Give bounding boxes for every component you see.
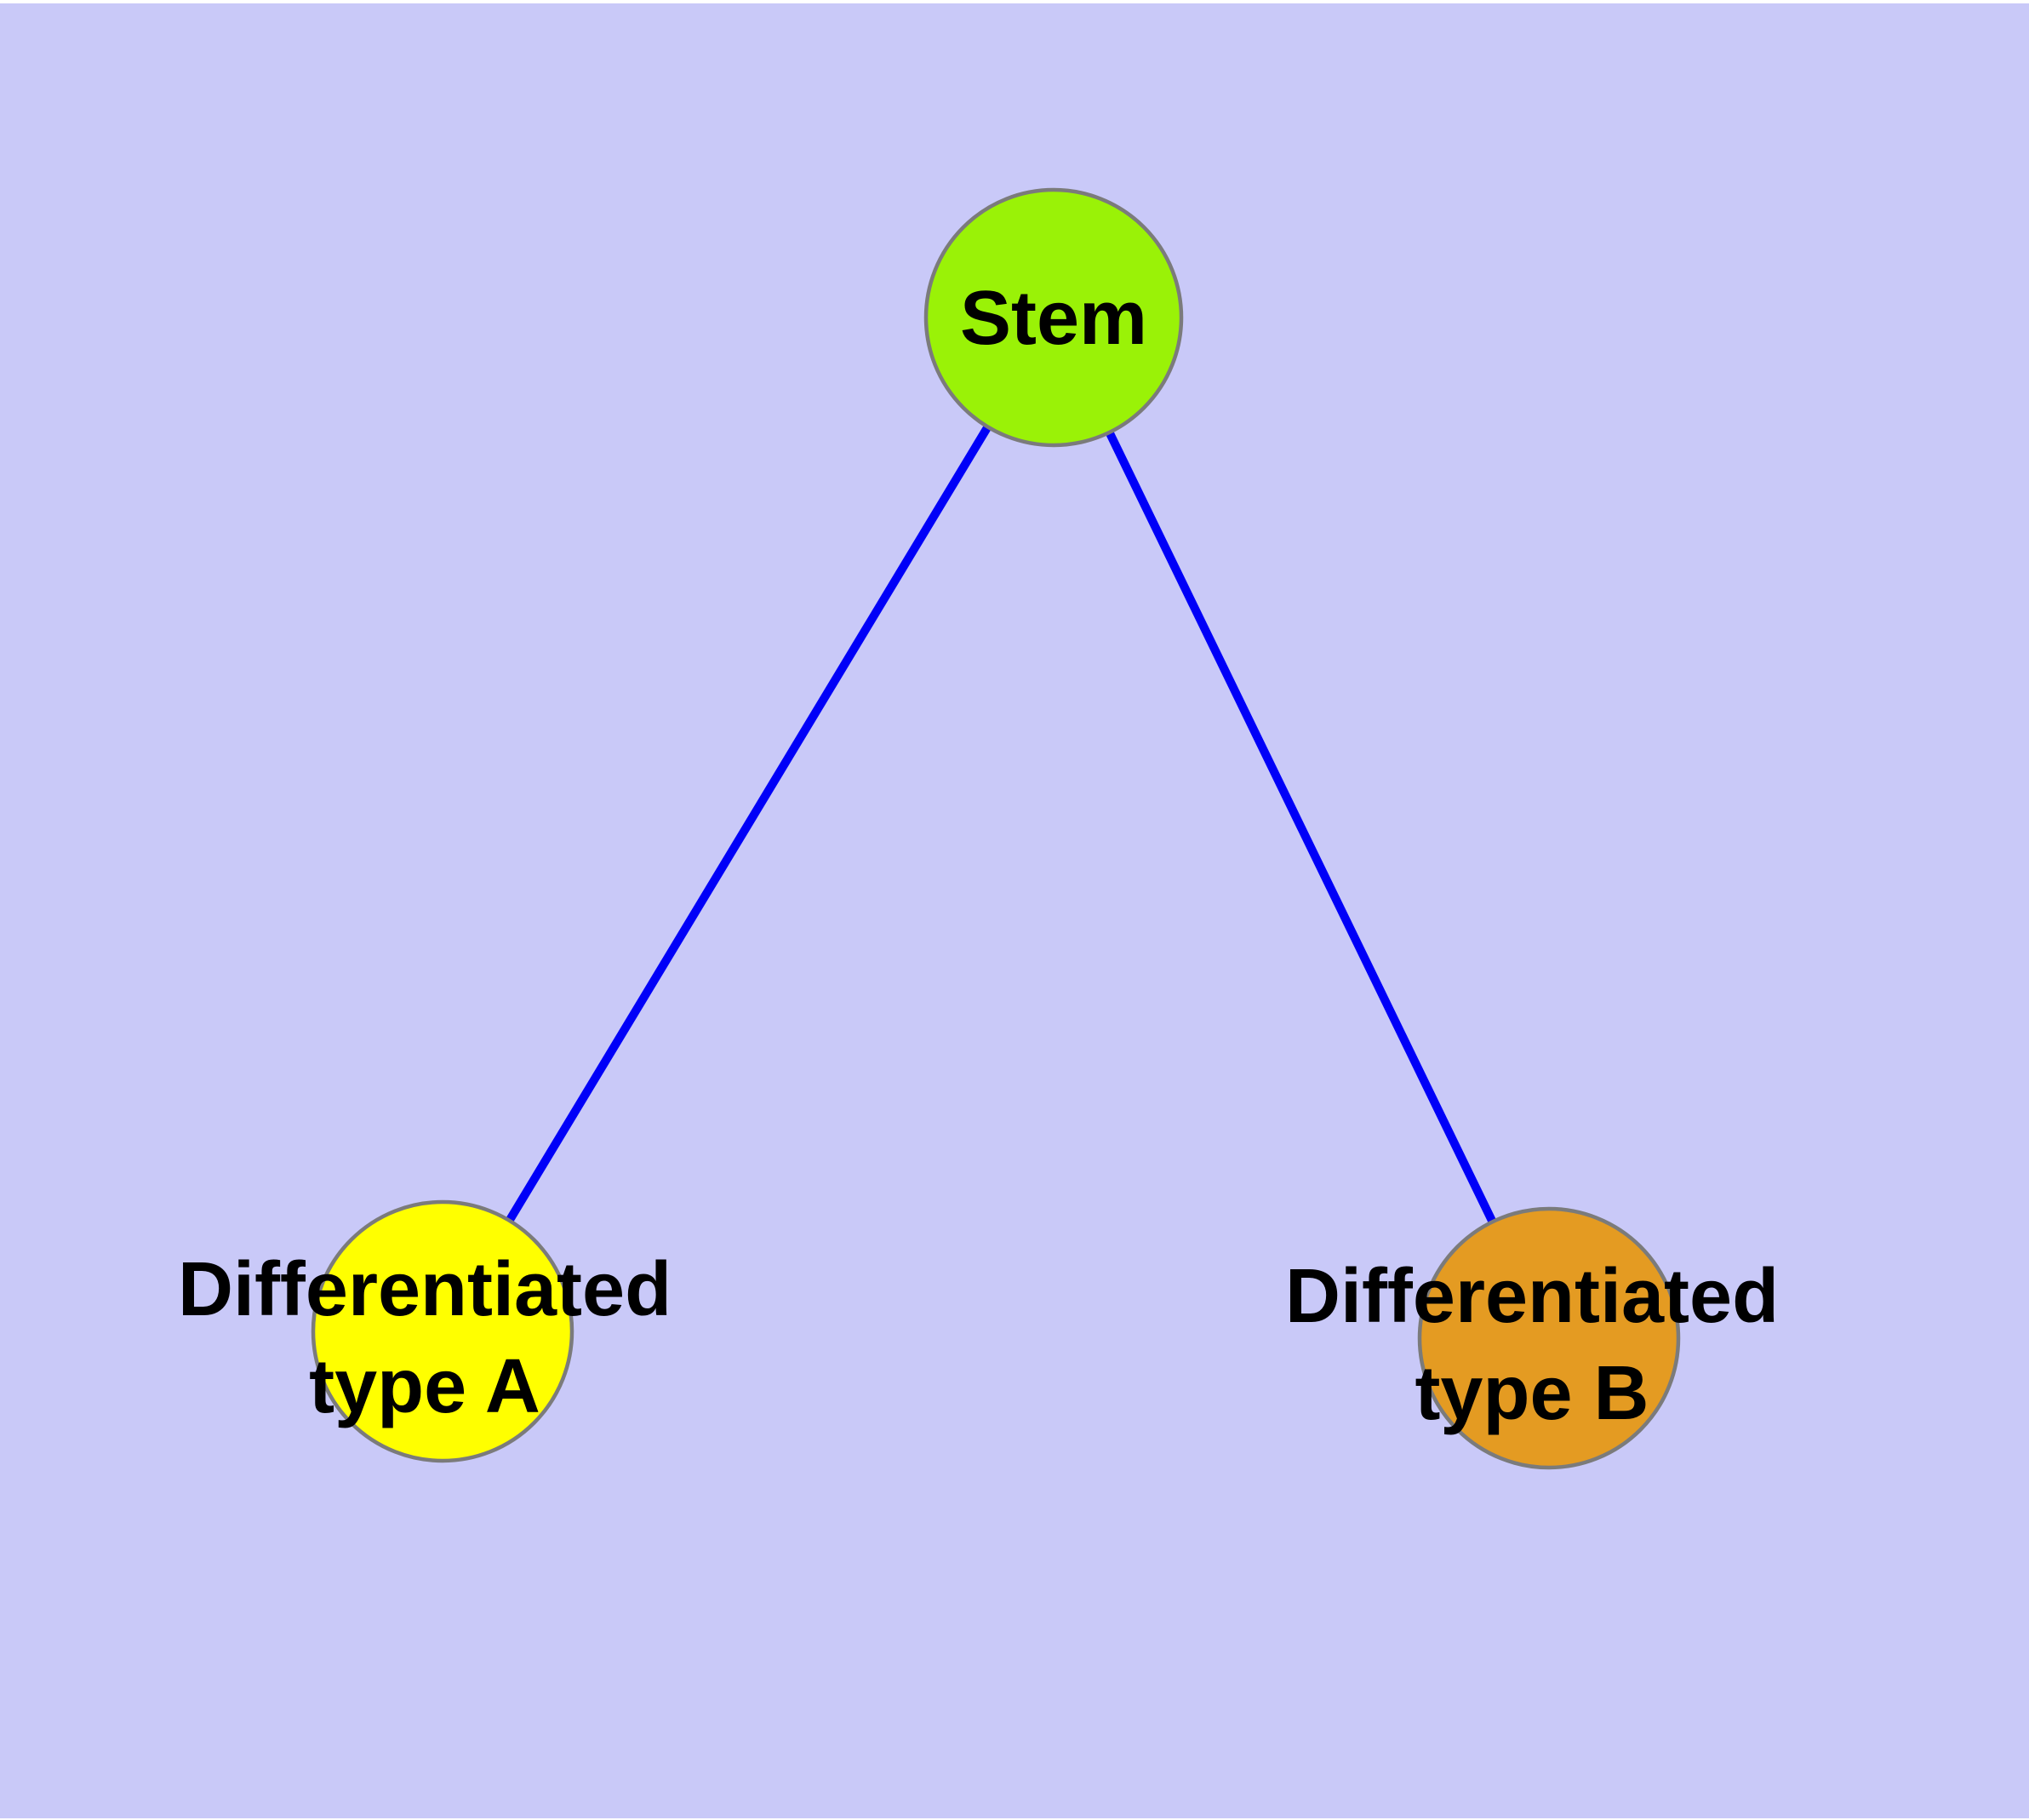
node-stem-label: Stem xyxy=(960,270,1147,367)
node-stem-circle xyxy=(923,187,1184,448)
edge-stem-to-type-a xyxy=(438,315,1058,1334)
node-type-b-label: Differentiated type B xyxy=(1285,1248,1779,1442)
node-type-b-label-line2: type B xyxy=(1415,1351,1649,1436)
node-stem-label-text: Stem xyxy=(959,276,1148,361)
node-type-a-label-line1: Differentiated xyxy=(177,1247,672,1332)
node-type-a-label-line2: type A xyxy=(309,1344,540,1429)
node-type-b-circle xyxy=(1417,1206,1681,1470)
node-type-a-label: Differentiated type A xyxy=(178,1241,672,1435)
node-type-b-label-line1: Differentiated xyxy=(1284,1254,1780,1339)
node-type-a-circle xyxy=(311,1199,574,1463)
edge-stem-to-type-b xyxy=(1049,315,1553,1341)
